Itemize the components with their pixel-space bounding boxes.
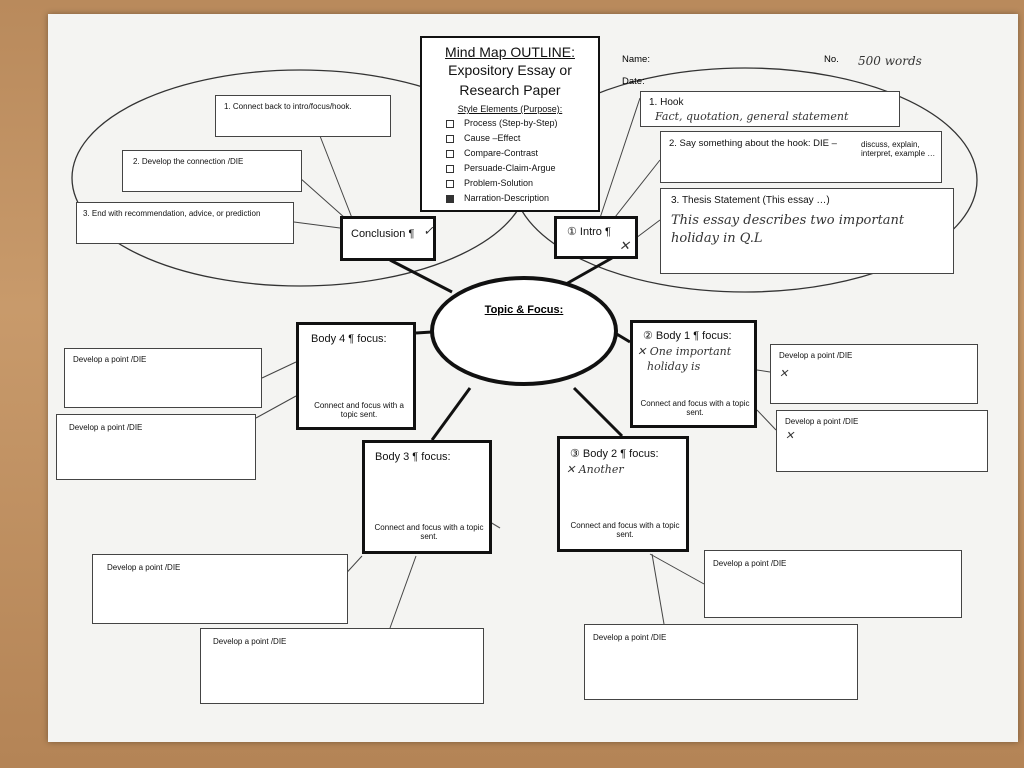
- style-element[interactable]: Process (Step-by-Step): [446, 116, 598, 131]
- conclusion-item-3[interactable]: 3. End with recommendation, advice, or p…: [76, 202, 294, 244]
- checkbox-icon[interactable]: [446, 149, 454, 158]
- body4-box[interactable]: Body 4 ¶ focus: Connect and focus with a…: [296, 322, 416, 430]
- style-element[interactable]: Narration-Description: [446, 191, 598, 206]
- hook-handwriting: Fact, quotation, general statement: [655, 110, 849, 123]
- subtitle-line1: Expository Essay or: [448, 62, 572, 78]
- checkmark-icon: ✓: [423, 224, 434, 239]
- style-heading: Style Elements (Purpose):: [457, 104, 563, 114]
- x-mark-icon: ✕: [785, 429, 795, 442]
- body2-handwriting: ✕ Another: [566, 463, 624, 476]
- conclusion-box[interactable]: Conclusion ¶ ✓: [340, 216, 436, 261]
- style-element[interactable]: Compare-Contrast: [446, 146, 598, 161]
- style-element[interactable]: Problem-Solution: [446, 176, 598, 191]
- body3-box[interactable]: Body 3 ¶ focus: Connect and focus with a…: [362, 440, 492, 554]
- checkbox-icon[interactable]: [446, 134, 454, 143]
- body3-point-2[interactable]: Develop a point /DIE: [200, 628, 484, 704]
- body4-point-2[interactable]: Develop a point /DIE: [56, 414, 256, 480]
- body2-point-2[interactable]: Develop a point /DIE: [584, 624, 858, 700]
- body1-handwriting-1: ✕ One important: [637, 345, 732, 358]
- checked-checkbox-icon[interactable]: [446, 194, 454, 203]
- body1-box[interactable]: ② Body 1 ¶ focus: ✕ One important holida…: [630, 320, 757, 428]
- number-label: No.: [824, 54, 839, 65]
- body4-point-1[interactable]: Develop a point /DIE: [64, 348, 262, 408]
- thesis-handwriting-2: holiday in Q.L: [671, 231, 763, 246]
- checkbox-icon[interactable]: [446, 179, 454, 188]
- date-label: Date:: [622, 76, 645, 87]
- topic-focus-label: Topic & Focus:: [484, 304, 564, 316]
- intro-box[interactable]: ① Intro ¶ ✕: [554, 216, 638, 259]
- body1-point-1[interactable]: Develop a point /DIE ✕: [770, 344, 978, 404]
- hook-box[interactable]: 1. Hook Fact, quotation, general stateme…: [640, 91, 900, 127]
- style-element[interactable]: Cause –Effect: [446, 131, 598, 146]
- title-box: Mind Map OUTLINE: Expository Essay or Re…: [420, 36, 600, 212]
- body1-point-2[interactable]: Develop a point /DIE ✕: [776, 410, 988, 472]
- subtitle-line2: Research Paper: [459, 82, 561, 98]
- say-something-box[interactable]: 2. Say something about the hook: DIE – d…: [660, 131, 942, 183]
- name-label: Name:: [622, 54, 650, 65]
- checkbox-icon[interactable]: [446, 119, 454, 128]
- body3-point-1[interactable]: Develop a point /DIE: [92, 554, 348, 624]
- body1-handwriting-2: holiday is: [647, 360, 701, 373]
- conclusion-item-2[interactable]: 2. Develop the connection /DIE: [122, 150, 302, 192]
- title: Mind Map OUTLINE:: [445, 44, 575, 60]
- thesis-handwriting-1: This essay describes two important: [671, 213, 905, 228]
- body2-box[interactable]: ③ Body 2 ¶ focus: ✕ Another Connect and …: [557, 436, 689, 552]
- x-mark-icon: ✕: [779, 367, 789, 380]
- style-element[interactable]: Persuade-Claim-Argue: [446, 161, 598, 176]
- x-mark-icon: ✕: [619, 239, 630, 254]
- number-value: 500 words: [858, 54, 922, 68]
- style-element-list: Process (Step-by-Step) Cause –Effect Com…: [446, 116, 598, 206]
- body2-point-1[interactable]: Develop a point /DIE: [704, 550, 962, 618]
- conclusion-item-1[interactable]: 1. Connect back to intro/focus/hook.: [215, 95, 391, 137]
- topic-focus-oval[interactable]: Topic & Focus:: [430, 276, 618, 386]
- thesis-box[interactable]: 3. Thesis Statement (This essay …) This …: [660, 188, 954, 274]
- checkbox-icon[interactable]: [446, 164, 454, 173]
